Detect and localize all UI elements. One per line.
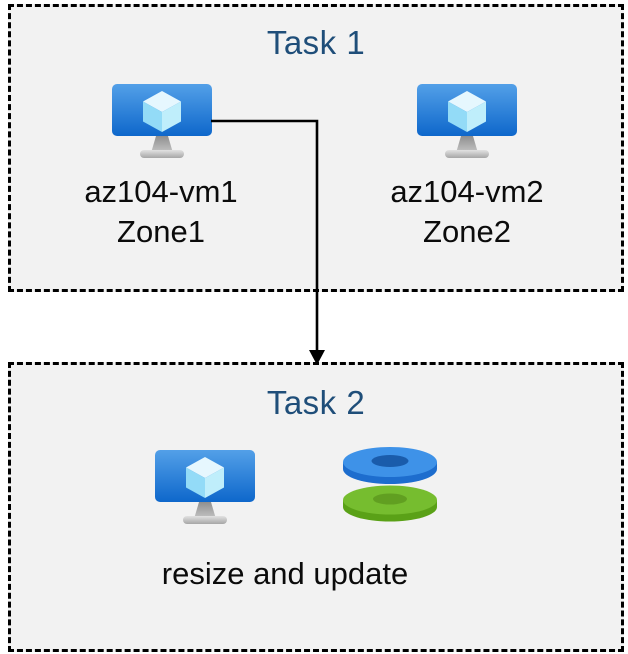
vm-icon — [112, 84, 212, 158]
vm-icon — [155, 450, 255, 524]
green-disk — [343, 485, 437, 522]
vm2-label: az104-vm2 Zone2 — [347, 172, 587, 252]
vm2-name: az104-vm2 — [390, 174, 544, 209]
disks-icon — [343, 447, 437, 522]
vm-icon — [417, 84, 517, 158]
task2-title: Task 2 — [266, 384, 366, 421]
task2-box — [8, 362, 624, 652]
vm2-zone: Zone2 — [423, 214, 511, 249]
blue-disk — [343, 447, 437, 484]
vm1-name: az104-vm1 — [84, 174, 238, 209]
vm1-zone: Zone1 — [117, 214, 205, 249]
vm1-label: az104-vm1 Zone1 — [41, 172, 281, 252]
task2-caption: resize and update — [161, 556, 409, 591]
task1-title: Task 1 — [266, 24, 366, 61]
